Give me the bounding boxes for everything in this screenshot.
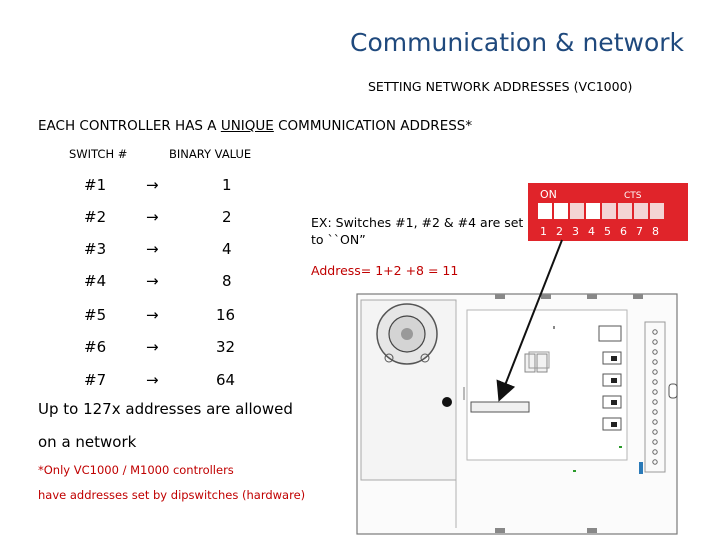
binary-value: 4 (222, 240, 232, 258)
dip-number: 2 (556, 225, 563, 238)
switch-number: #4 (84, 272, 107, 290)
relay (598, 325, 622, 342)
binary-value: 1 (222, 176, 232, 194)
arrow-icon: → (146, 240, 159, 258)
dip-on-label: ON (540, 188, 557, 201)
dip-number: 8 (652, 225, 659, 238)
footnote-line2: have addresses set by dipswitches (hardw… (38, 488, 306, 502)
address-limit-line1: Up to 127x addresses are allowed (38, 400, 293, 418)
switch-number: #5 (84, 306, 107, 324)
arrow-icon: → (146, 338, 159, 356)
dip-switch-1 (538, 203, 552, 219)
terminal-strip (644, 321, 666, 473)
heading-unique: UNIQUE (220, 118, 274, 134)
dip-number: 4 (588, 225, 595, 238)
column-header-binary: BINARY VALUE (169, 147, 252, 161)
dip-switch-4 (586, 203, 600, 219)
dip-number: 5 (604, 225, 611, 238)
dip-switch-3 (570, 203, 584, 219)
page-title: Communication & network (350, 28, 684, 57)
arrow-icon: → (146, 272, 159, 290)
dip-brand-logo: CTS (624, 191, 642, 201)
dip-switch-8 (650, 203, 664, 219)
switch-number: #3 (84, 240, 107, 258)
dip-switch-5 (602, 203, 616, 219)
binary-value: 2 (222, 208, 232, 226)
dip-number: 7 (636, 225, 643, 238)
binary-value: 8 (222, 272, 232, 290)
terminal-block (470, 401, 530, 413)
switch-number: #1 (84, 176, 107, 194)
binary-value: 64 (216, 371, 236, 389)
arrow-icon: → (146, 371, 159, 389)
arrow-line (496, 239, 563, 402)
column-header-switch: SWITCH # (69, 147, 128, 161)
example-text: EX: Switches #1, #2 & #4 are set to ``ON… (311, 215, 524, 247)
heading-text-before: EACH CONTROLLER HAS A (38, 118, 221, 134)
dip-switch-image: ON CTS 1 2 3 4 5 6 7 8 (528, 183, 688, 241)
dip-number: 3 (572, 225, 579, 238)
switch-number: #2 (84, 208, 107, 226)
address-limit-line2: on a network (38, 433, 137, 451)
arrow-icon: → (146, 208, 159, 226)
binary-value: 32 (216, 338, 236, 356)
led-indicator (442, 397, 452, 407)
dip-number: 1 (540, 225, 547, 238)
dip-switch-6 (618, 203, 632, 219)
switch-number: #6 (84, 338, 107, 356)
dip-number: 6 (620, 225, 627, 238)
dip-switch-2 (554, 203, 568, 219)
binary-value: 16 (216, 306, 236, 324)
dip-switch-7 (634, 203, 648, 219)
heading-text-after: COMMUNICATION ADDRESS* (273, 118, 473, 134)
arrow-icon: → (146, 306, 159, 324)
slide-subtitle: SETTING NETWORK ADDRESSES (VC1000) (368, 79, 633, 94)
controller-device-image (356, 293, 678, 535)
section-heading: EACH CONTROLLER HAS A UNIQUE COMMUNICATI… (38, 118, 472, 134)
footnote-line1: *Only VC1000 / M1000 controllers (38, 463, 234, 477)
switch-number: #7 (84, 371, 107, 389)
arrow-icon: → (146, 176, 159, 194)
address-calculation: Address= 1+2 +8 = 11 (311, 263, 459, 278)
